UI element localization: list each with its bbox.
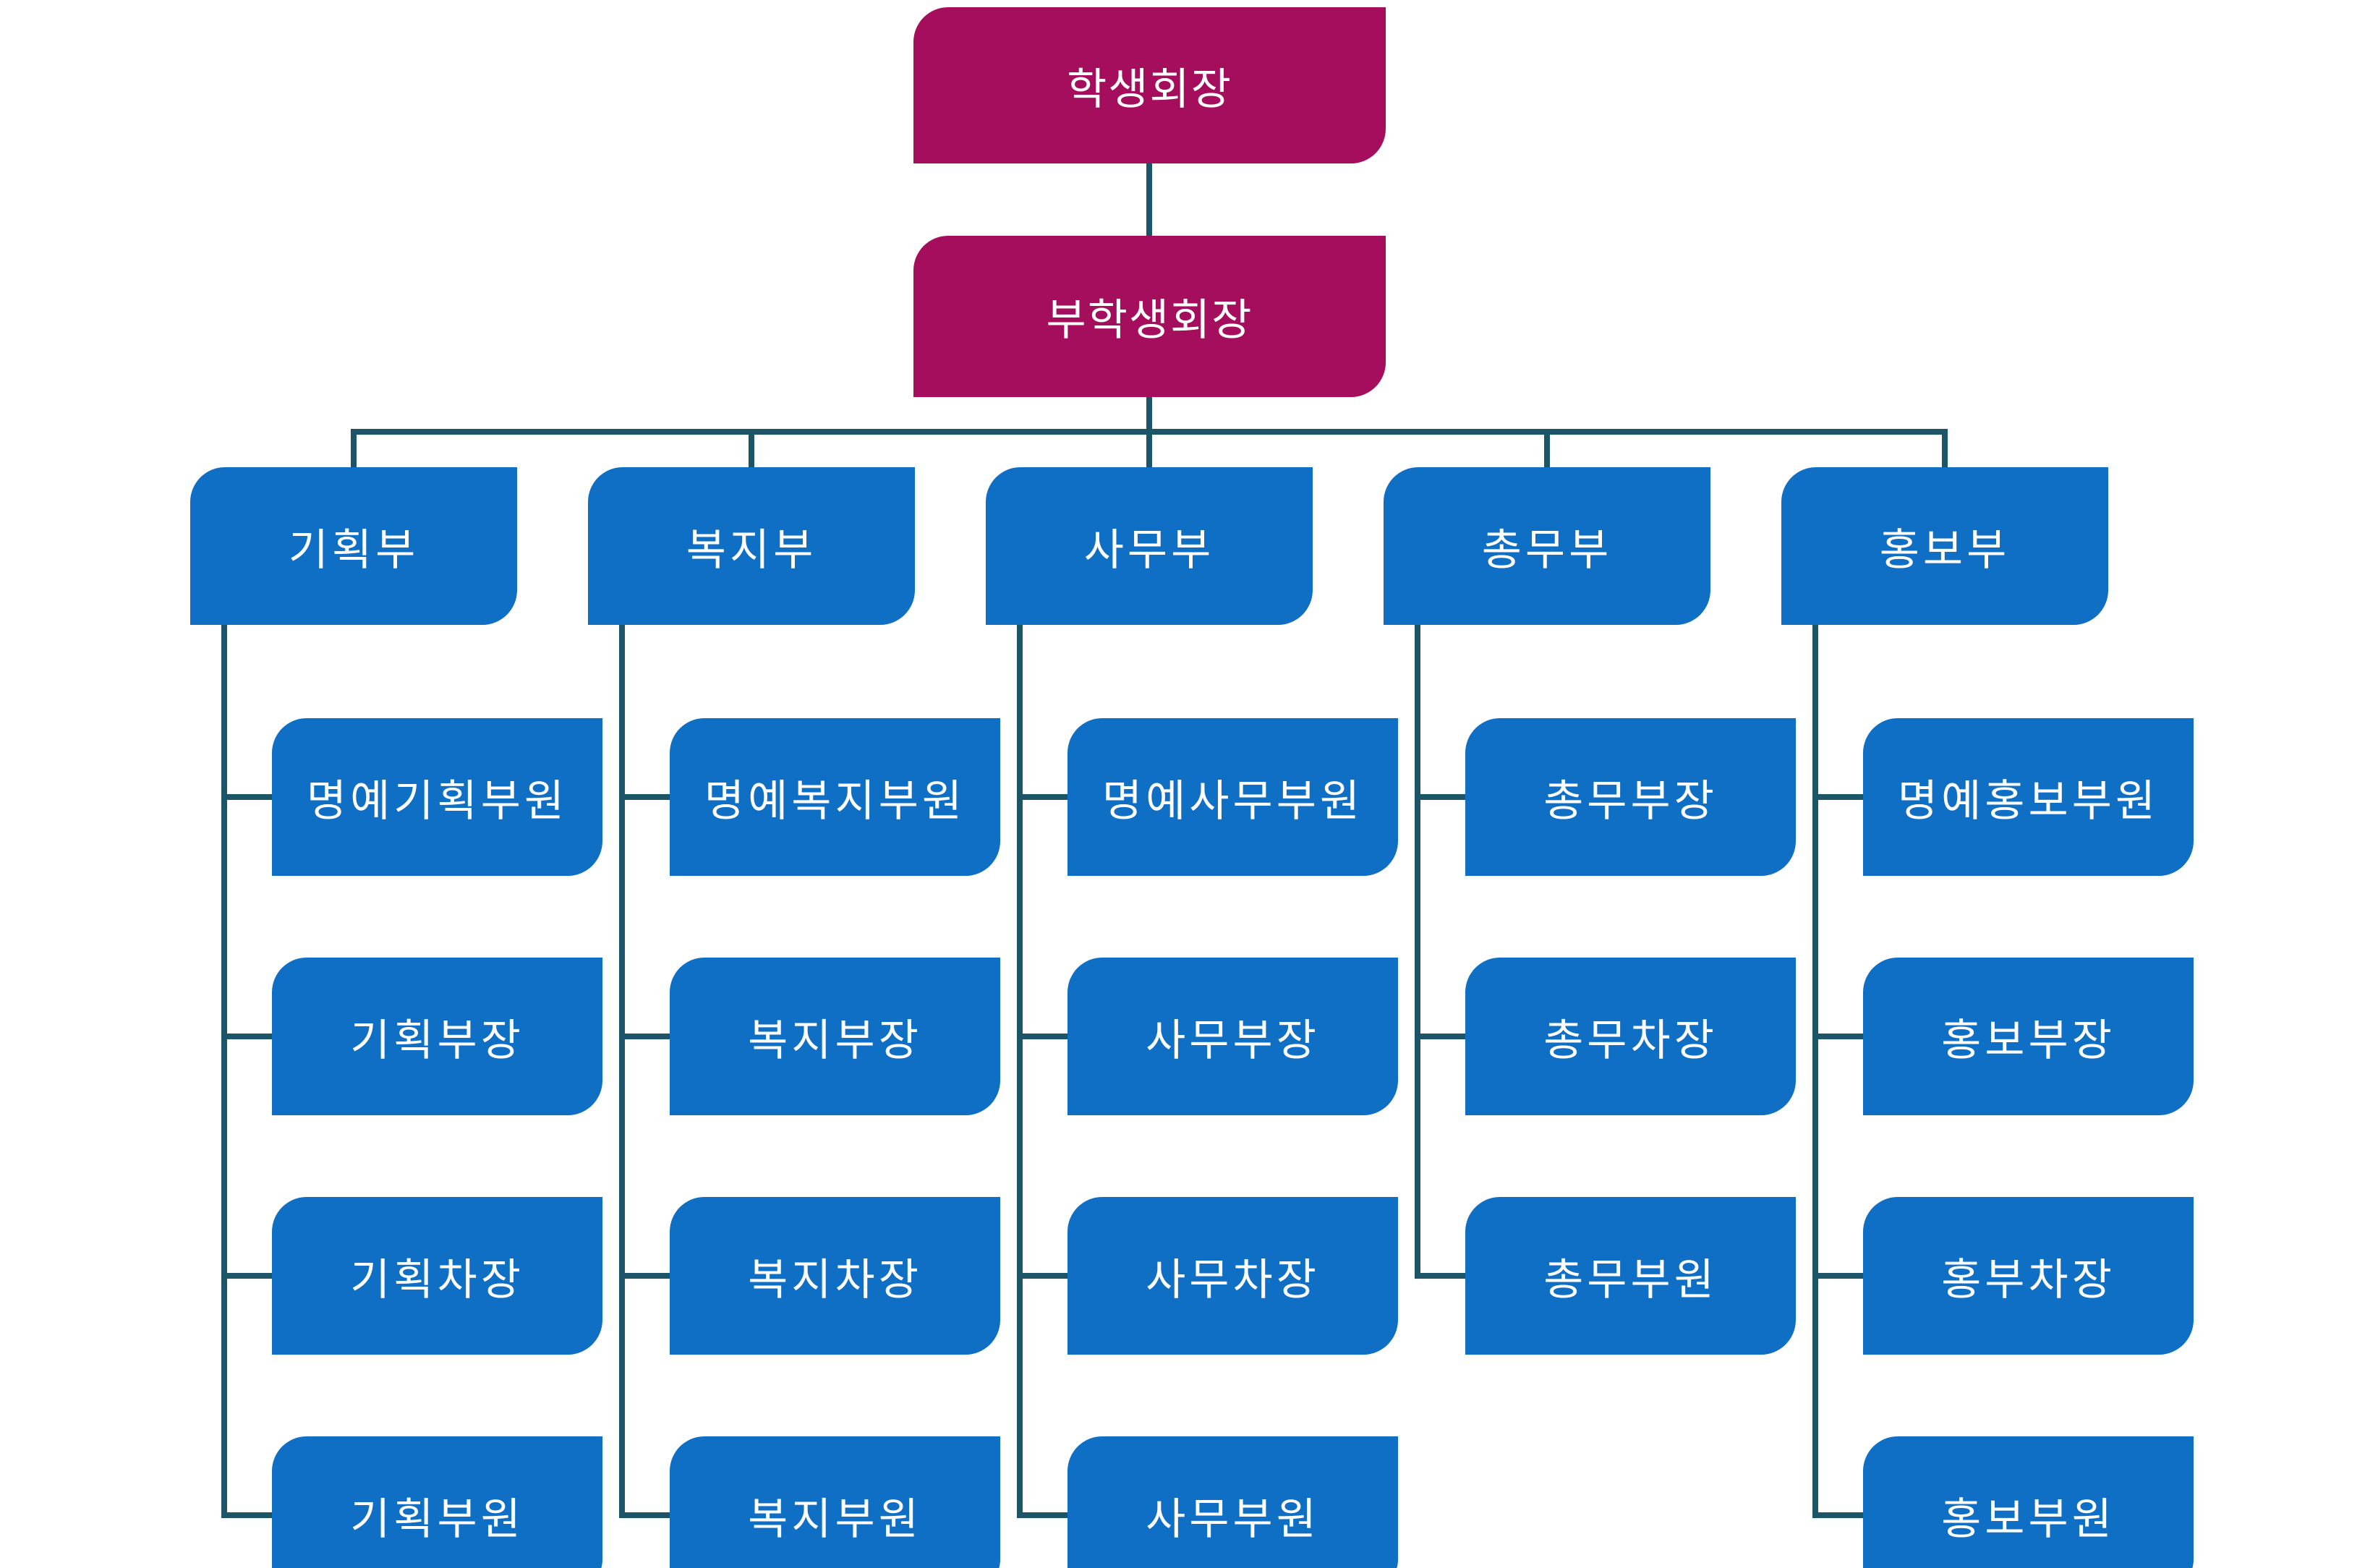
child-node-welfare-3: 복지차장 (670, 1197, 1000, 1355)
dept-node-public-relations: 홍보부 (1781, 467, 2108, 625)
connector-stub (619, 1512, 670, 1518)
child-node-admin-4: 사무부원 (1067, 1436, 1398, 1568)
child-node-planning-3: 기획차장 (272, 1197, 602, 1355)
child-node-general-affairs-2: 총무차장 (1465, 958, 1796, 1115)
child-node-general-affairs-1: 총무부장 (1465, 718, 1796, 876)
child-node-admin-1: 명예사무부원 (1067, 718, 1398, 876)
connector-hang-welfare (619, 625, 625, 1518)
connector-stub (1812, 1273, 1863, 1279)
connector-stub (619, 1034, 670, 1039)
node-student-president: 학생회장 (913, 7, 1386, 163)
connector-bus (351, 429, 1948, 435)
child-node-public-relations-1: 명예홍보부원 (1863, 718, 2194, 876)
connector-stub (1812, 1034, 1863, 1039)
connector-drop-planning (351, 435, 357, 467)
child-node-public-relations-3: 홍부차장 (1863, 1197, 2194, 1355)
connector-stub (1812, 1512, 1863, 1518)
connector-stub (619, 794, 670, 800)
connector-stub (619, 1273, 670, 1279)
connector-stub (221, 1034, 272, 1039)
connector-stub (1017, 1273, 1067, 1279)
connector-stub (1017, 1034, 1067, 1039)
connector-stub (1415, 1034, 1465, 1039)
connector-stub (221, 1512, 272, 1518)
connector-stub (1017, 1512, 1067, 1518)
connector-hang-admin (1017, 625, 1023, 1518)
child-node-planning-1: 명예기획부원 (272, 718, 602, 876)
child-node-admin-2: 사무부장 (1067, 958, 1398, 1115)
connector-hang-planning (221, 625, 227, 1518)
connector-stub (1812, 794, 1863, 800)
connector-drop-welfare (749, 435, 754, 467)
dept-node-admin: 사무부 (986, 467, 1313, 625)
child-node-public-relations-4: 홍보부원 (1863, 1436, 2194, 1568)
connector-stub (1017, 794, 1067, 800)
child-node-welfare-4: 복지부원 (670, 1436, 1000, 1568)
child-node-admin-3: 사무차장 (1067, 1197, 1398, 1355)
child-node-general-affairs-3: 총무부원 (1465, 1197, 1796, 1355)
child-node-welfare-1: 명예복지부원 (670, 718, 1000, 876)
connector-stub (1415, 794, 1465, 800)
connector-stub (221, 1273, 272, 1279)
dept-node-general-affairs: 총무부 (1384, 467, 1710, 625)
dept-node-planning: 기획부 (190, 467, 517, 625)
child-node-public-relations-2: 홍보부장 (1863, 958, 2194, 1115)
child-node-planning-2: 기획부장 (272, 958, 602, 1115)
connector-drop-public-relations (1942, 435, 1948, 467)
dept-node-welfare: 복지부 (588, 467, 915, 625)
child-node-welfare-2: 복지부장 (670, 958, 1000, 1115)
connector-vice-to-bus (1146, 397, 1152, 429)
connector-stub (1415, 1273, 1465, 1279)
connector-drop-admin (1146, 435, 1152, 467)
connector-hang-general-affairs (1415, 625, 1420, 1279)
connector-hang-public-relations (1812, 625, 1818, 1518)
connector-president-to-vice (1146, 163, 1152, 236)
connector-stub (221, 794, 272, 800)
child-node-planning-4: 기획부원 (272, 1436, 602, 1568)
node-vice-president: 부학생회장 (913, 236, 1386, 397)
connector-drop-general-affairs (1544, 435, 1550, 467)
